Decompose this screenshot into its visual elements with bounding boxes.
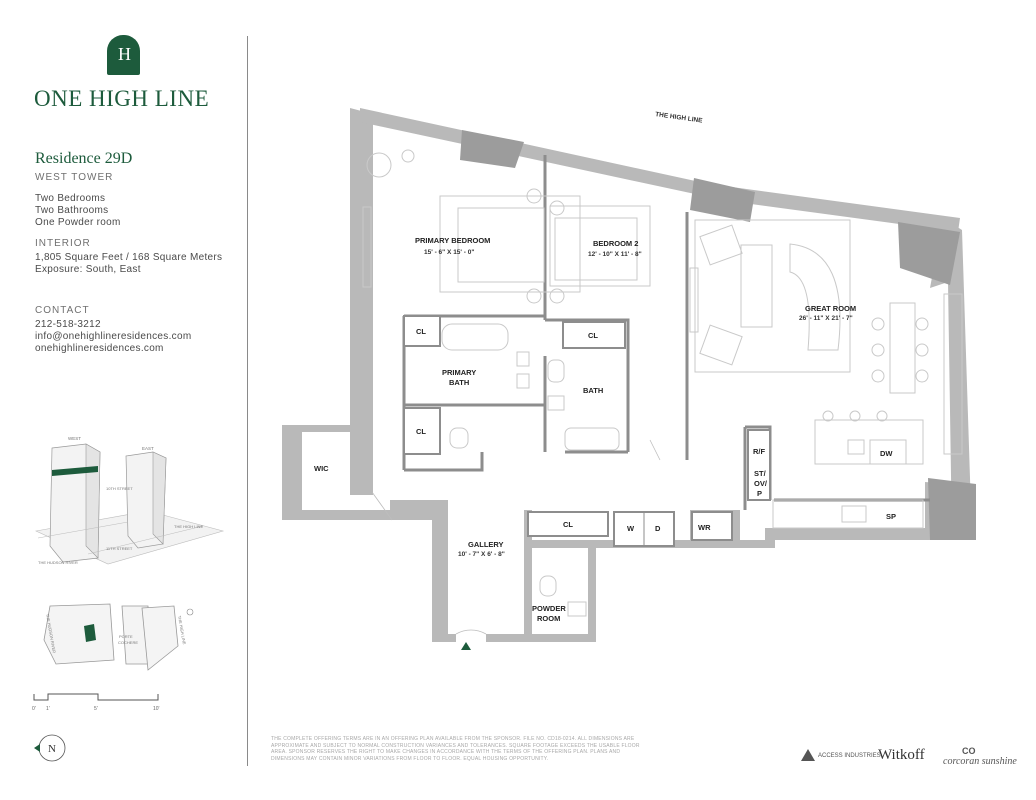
bedroom2-dims: 12' - 10" X 11' - 8" [588, 251, 642, 258]
closet-label-bedroom2: CL [588, 331, 598, 340]
key-plan-high-line: THE HIGH LINE [174, 524, 203, 529]
sink-prep-label: SP [886, 512, 896, 521]
great-room-label: GREAT ROOM [805, 304, 856, 313]
corcoran-sunshine-logo: corcoran sunshine [943, 756, 1017, 767]
tower-name: WEST TOWER [35, 172, 114, 183]
sidebar: H ONE HIGH LINE Residence 29D WEST TOWER… [0, 0, 248, 800]
witkoff-logo: Witkoff [878, 747, 925, 763]
primary-bath-label-2: BATH [449, 378, 469, 387]
key-plan-11th: 11TH STREET [106, 546, 133, 551]
access-industries-logo-icon [801, 749, 815, 761]
access-industries-logo: ACCESS INDUSTRIES [818, 753, 881, 759]
key-plan-east: EAST [142, 446, 154, 451]
legal-disclaimer: THE COMPLETE OFFERING TERMS ARE IN AN OF… [271, 736, 640, 762]
scale-tick-0: 0' [32, 706, 36, 712]
detail-bedrooms: Two Bedrooms [35, 193, 106, 204]
bedroom2-label: BEDROOM 2 [593, 239, 638, 248]
oven-label: OV/ [754, 479, 768, 488]
key-plan-west: WEST [68, 436, 81, 441]
key-plan-hudson: THE HUDSON RIVER [38, 560, 78, 565]
one-high-line-logo-mark: H [107, 35, 140, 75]
interior-heading: INTERIOR [35, 238, 91, 249]
contact-details: 212-518-3212 info@onehighlineresidences.… [35, 319, 191, 355]
gallery-dims: 10' - 7" X 6' - 8" [458, 551, 505, 558]
interior-area: 1,805 Square Feet / 168 Square Meters [35, 252, 223, 263]
scale-tick-5: 5' [94, 706, 98, 712]
high-line-label: THE HIGH LINE [655, 111, 704, 125]
site-plan-hudson: THE HUDSON RIVER [45, 613, 57, 653]
site-plan-high-line: THE HIGH LINE [177, 615, 187, 645]
site-plan-cochere: COCHERE [118, 640, 138, 645]
closet-label-gallery: CL [563, 520, 573, 529]
wic-label: WIC [314, 464, 329, 473]
contact-email[interactable]: info@onehighlineresidences.com [35, 331, 192, 342]
closet-label-primary-1: CL [416, 327, 426, 336]
compass-icon: N [34, 734, 66, 762]
dryer-label: D [655, 524, 661, 533]
key-plan-10th: 10TH STREET [106, 486, 133, 491]
residence-details: Two Bedrooms Two Bathrooms One Powder ro… [35, 193, 121, 229]
refrigerator-label: R/F [753, 447, 766, 456]
site-plan-north-icon [186, 608, 194, 616]
contact-website[interactable]: onehighlineresidences.com [35, 343, 164, 354]
site-plan-porte: PORTE [119, 634, 133, 639]
primary-bath-label-1: PRIMARY [442, 368, 476, 377]
furniture [362, 149, 963, 617]
pantry-label: P [757, 489, 762, 498]
bath-label: BATH [583, 386, 603, 395]
corcoran-mark-icon: CO [962, 746, 976, 756]
great-room-dims: 26' - 11" X 21' - 7" [799, 315, 853, 322]
washer-label: W [627, 524, 635, 533]
site-plan: THE HUDSON RIVER PORTE COCHERE THE HIGH … [43, 603, 194, 671]
key-plan-massing: WEST EAST 10TH STREET 11TH STREET THE HI… [35, 436, 225, 565]
closet-label-primary-2: CL [416, 427, 426, 436]
residence-title: Residence 29D [35, 150, 133, 167]
gallery-label: GALLERY [468, 540, 504, 549]
door-swings [371, 439, 661, 635]
scale-bar: 0' 1' 5' 10' [32, 693, 160, 712]
contact-heading: CONTACT [35, 305, 90, 316]
interior-details: 1,805 Square Feet / 168 Square Meters Ex… [35, 252, 222, 276]
compass-label: N [48, 743, 56, 755]
detail-bathrooms: Two Bathrooms [35, 205, 109, 216]
wine-refrigerator-label: WR [698, 523, 711, 532]
brand-name: ONE HIGH LINE [34, 86, 210, 111]
contact-phone[interactable]: 212-518-3212 [35, 319, 101, 330]
entry-marker-icon [461, 642, 471, 650]
powder-room-label-1: POWDER [532, 604, 566, 613]
dishwasher-label: DW [880, 449, 893, 458]
powder-room-label-2: ROOM [537, 614, 560, 623]
primary-bedroom-dims: 15' - 6" X 15' - 0" [424, 249, 474, 256]
interior-exposure: Exposure: South, East [35, 264, 141, 275]
structural-columns [460, 130, 976, 540]
scale-tick-1: 1' [46, 706, 50, 712]
primary-bedroom-label: PRIMARY BEDROOM [415, 236, 490, 245]
sidebar-divider [247, 36, 248, 766]
scale-tick-10: 10' [153, 706, 160, 712]
stove-label: ST/ [754, 469, 767, 478]
detail-powder: One Powder room [35, 217, 121, 228]
